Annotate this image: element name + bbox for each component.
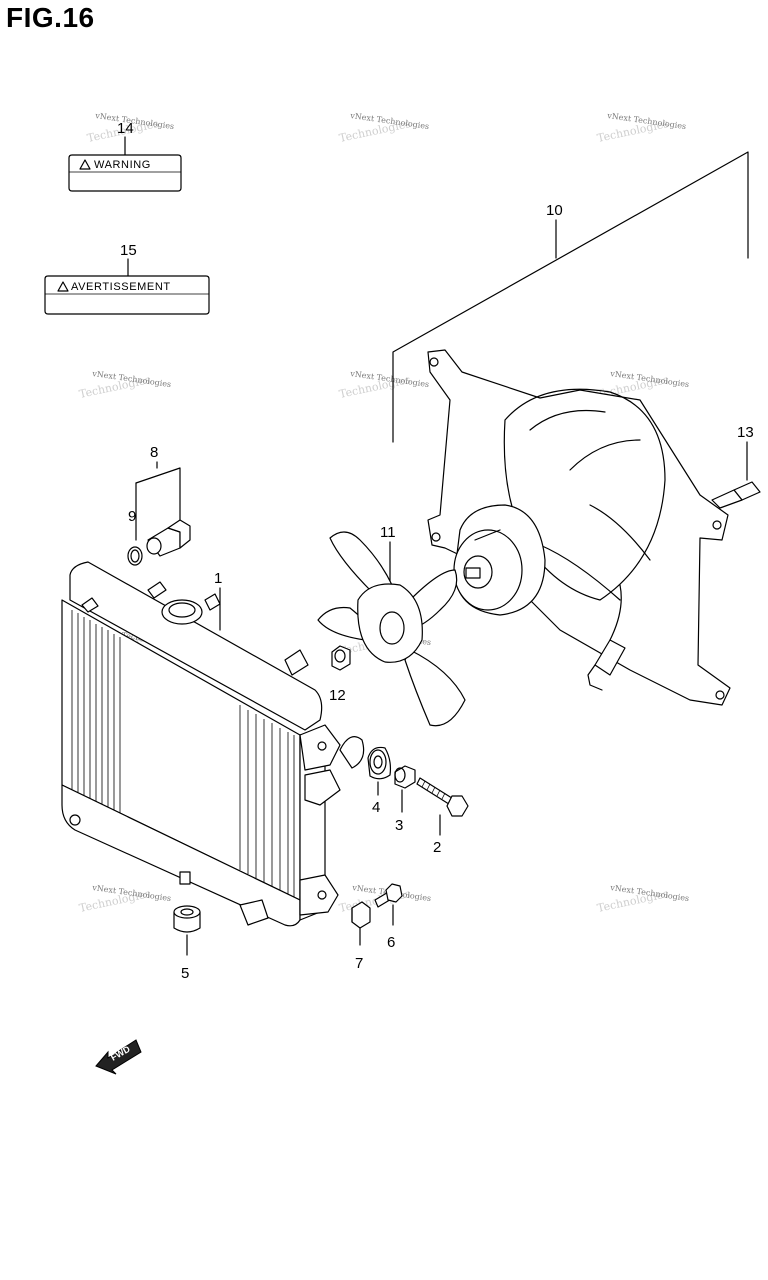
part-1-radiator[interactable]: 1 xyxy=(61,561,365,927)
lower-mount-hole xyxy=(69,814,81,826)
grommet-bore xyxy=(373,755,383,769)
shroud-rib xyxy=(539,544,621,601)
o-ring-inner xyxy=(130,549,140,563)
o-ring xyxy=(127,546,143,566)
part-7-clip-nut[interactable]: 7 xyxy=(351,901,371,972)
warning-label-text: WARNING xyxy=(94,159,151,171)
collar-bore xyxy=(394,767,406,783)
lower-mount-bracket xyxy=(299,874,339,916)
part-11-fan[interactable]: 11 xyxy=(317,524,466,727)
upper-mount-bracket xyxy=(299,724,341,771)
side-pipe xyxy=(81,597,99,613)
part-2-bolt[interactable]: 2 xyxy=(416,777,469,856)
fwd-arrow-icon: FWD xyxy=(95,1039,142,1075)
switch-connector xyxy=(167,519,191,549)
leader-bracket xyxy=(135,467,181,521)
part-4-grommet[interactable]: 4 xyxy=(367,746,392,816)
mount-top xyxy=(173,905,201,919)
mount-hole xyxy=(715,690,725,700)
bracket-loop xyxy=(339,736,365,769)
radiator-bottom-tank xyxy=(61,784,301,927)
fan-hub xyxy=(357,583,423,663)
shroud-rib xyxy=(529,409,606,431)
part-number-8: 8 xyxy=(150,444,158,461)
part-6-bolt[interactable]: 6 xyxy=(374,883,403,951)
shroud-rib xyxy=(589,504,651,561)
grommet-face xyxy=(369,749,387,775)
figure-title: FIG.16 xyxy=(6,2,95,33)
overflow-pipe xyxy=(204,593,221,611)
part-5-rubber-mount[interactable]: 5 xyxy=(173,905,201,982)
part-number-12: 12 xyxy=(329,687,346,704)
motor-shaft xyxy=(465,567,481,579)
radiator-fins xyxy=(71,610,295,897)
part-13-bolt[interactable]: 13 xyxy=(711,424,761,509)
connector-plug xyxy=(587,664,603,691)
fan-blade xyxy=(404,649,466,727)
bolt-head xyxy=(385,883,403,903)
part-number-14: 14 xyxy=(117,120,134,137)
bolt-head xyxy=(446,795,469,817)
drain-bracket xyxy=(239,899,269,926)
assembly-bracket xyxy=(392,151,749,443)
part-12-nut[interactable]: 12 xyxy=(329,645,351,704)
part-number-1: 1 xyxy=(214,570,222,587)
part-number-10: 10 xyxy=(546,202,563,219)
radiator-top-tank xyxy=(69,561,323,731)
motor-hub xyxy=(463,555,493,589)
bracket-hole xyxy=(317,890,327,900)
avertissement-label-text: AVERTISSEMENT xyxy=(71,281,171,293)
bracket-hole xyxy=(317,741,327,751)
part-15-avertissement-label[interactable]: 15 AVERTISSEMENT xyxy=(44,242,210,315)
avertissement-label-plate xyxy=(44,275,210,315)
motor-wire xyxy=(609,584,622,641)
inlet-pipe xyxy=(284,649,309,676)
part-number-13: 13 xyxy=(737,424,754,441)
part-number-15: 15 xyxy=(120,242,137,259)
fan-hub-bore xyxy=(379,611,405,645)
mount-hole xyxy=(712,520,722,530)
mount-hole xyxy=(429,357,439,367)
part-9-o-ring[interactable]: 9 xyxy=(127,482,143,566)
motor-detail xyxy=(474,529,501,541)
part-number-2: 2 xyxy=(433,839,441,856)
shroud-body xyxy=(427,349,731,706)
part-number-4: 4 xyxy=(372,799,380,816)
part-number-9: 9 xyxy=(128,508,136,525)
side-bracket xyxy=(304,769,341,806)
warning-triangle-icon xyxy=(57,281,69,292)
bolt-thread xyxy=(421,780,446,800)
mount-hole xyxy=(431,532,441,542)
fan-blade xyxy=(329,531,393,593)
part-10-fan-shroud[interactable]: 10 xyxy=(392,151,749,706)
part-8-thermo-switch[interactable]: 8 xyxy=(135,444,191,557)
warning-label-plate xyxy=(68,154,182,192)
part-number-7: 7 xyxy=(355,955,363,972)
shroud-rib xyxy=(569,439,641,471)
mount-bore xyxy=(180,908,194,916)
switch-sensor-tip xyxy=(146,537,162,555)
breather-pipe xyxy=(147,581,167,599)
nut-bore xyxy=(334,649,346,663)
part-number-3: 3 xyxy=(395,817,403,834)
part-number-6: 6 xyxy=(387,934,395,951)
part-3-collar[interactable]: 3 xyxy=(394,765,416,834)
filler-neck-inner xyxy=(168,602,196,618)
part-14-warning-label[interactable]: 14 WARNING xyxy=(68,120,182,192)
part-number-11: 11 xyxy=(380,524,396,541)
motor-connector xyxy=(594,639,626,676)
warning-triangle-icon xyxy=(79,159,91,170)
bolt-shank xyxy=(711,489,743,509)
lower-stud xyxy=(179,871,191,885)
clip-nut-body xyxy=(351,901,371,929)
part-number-5: 5 xyxy=(181,965,189,982)
